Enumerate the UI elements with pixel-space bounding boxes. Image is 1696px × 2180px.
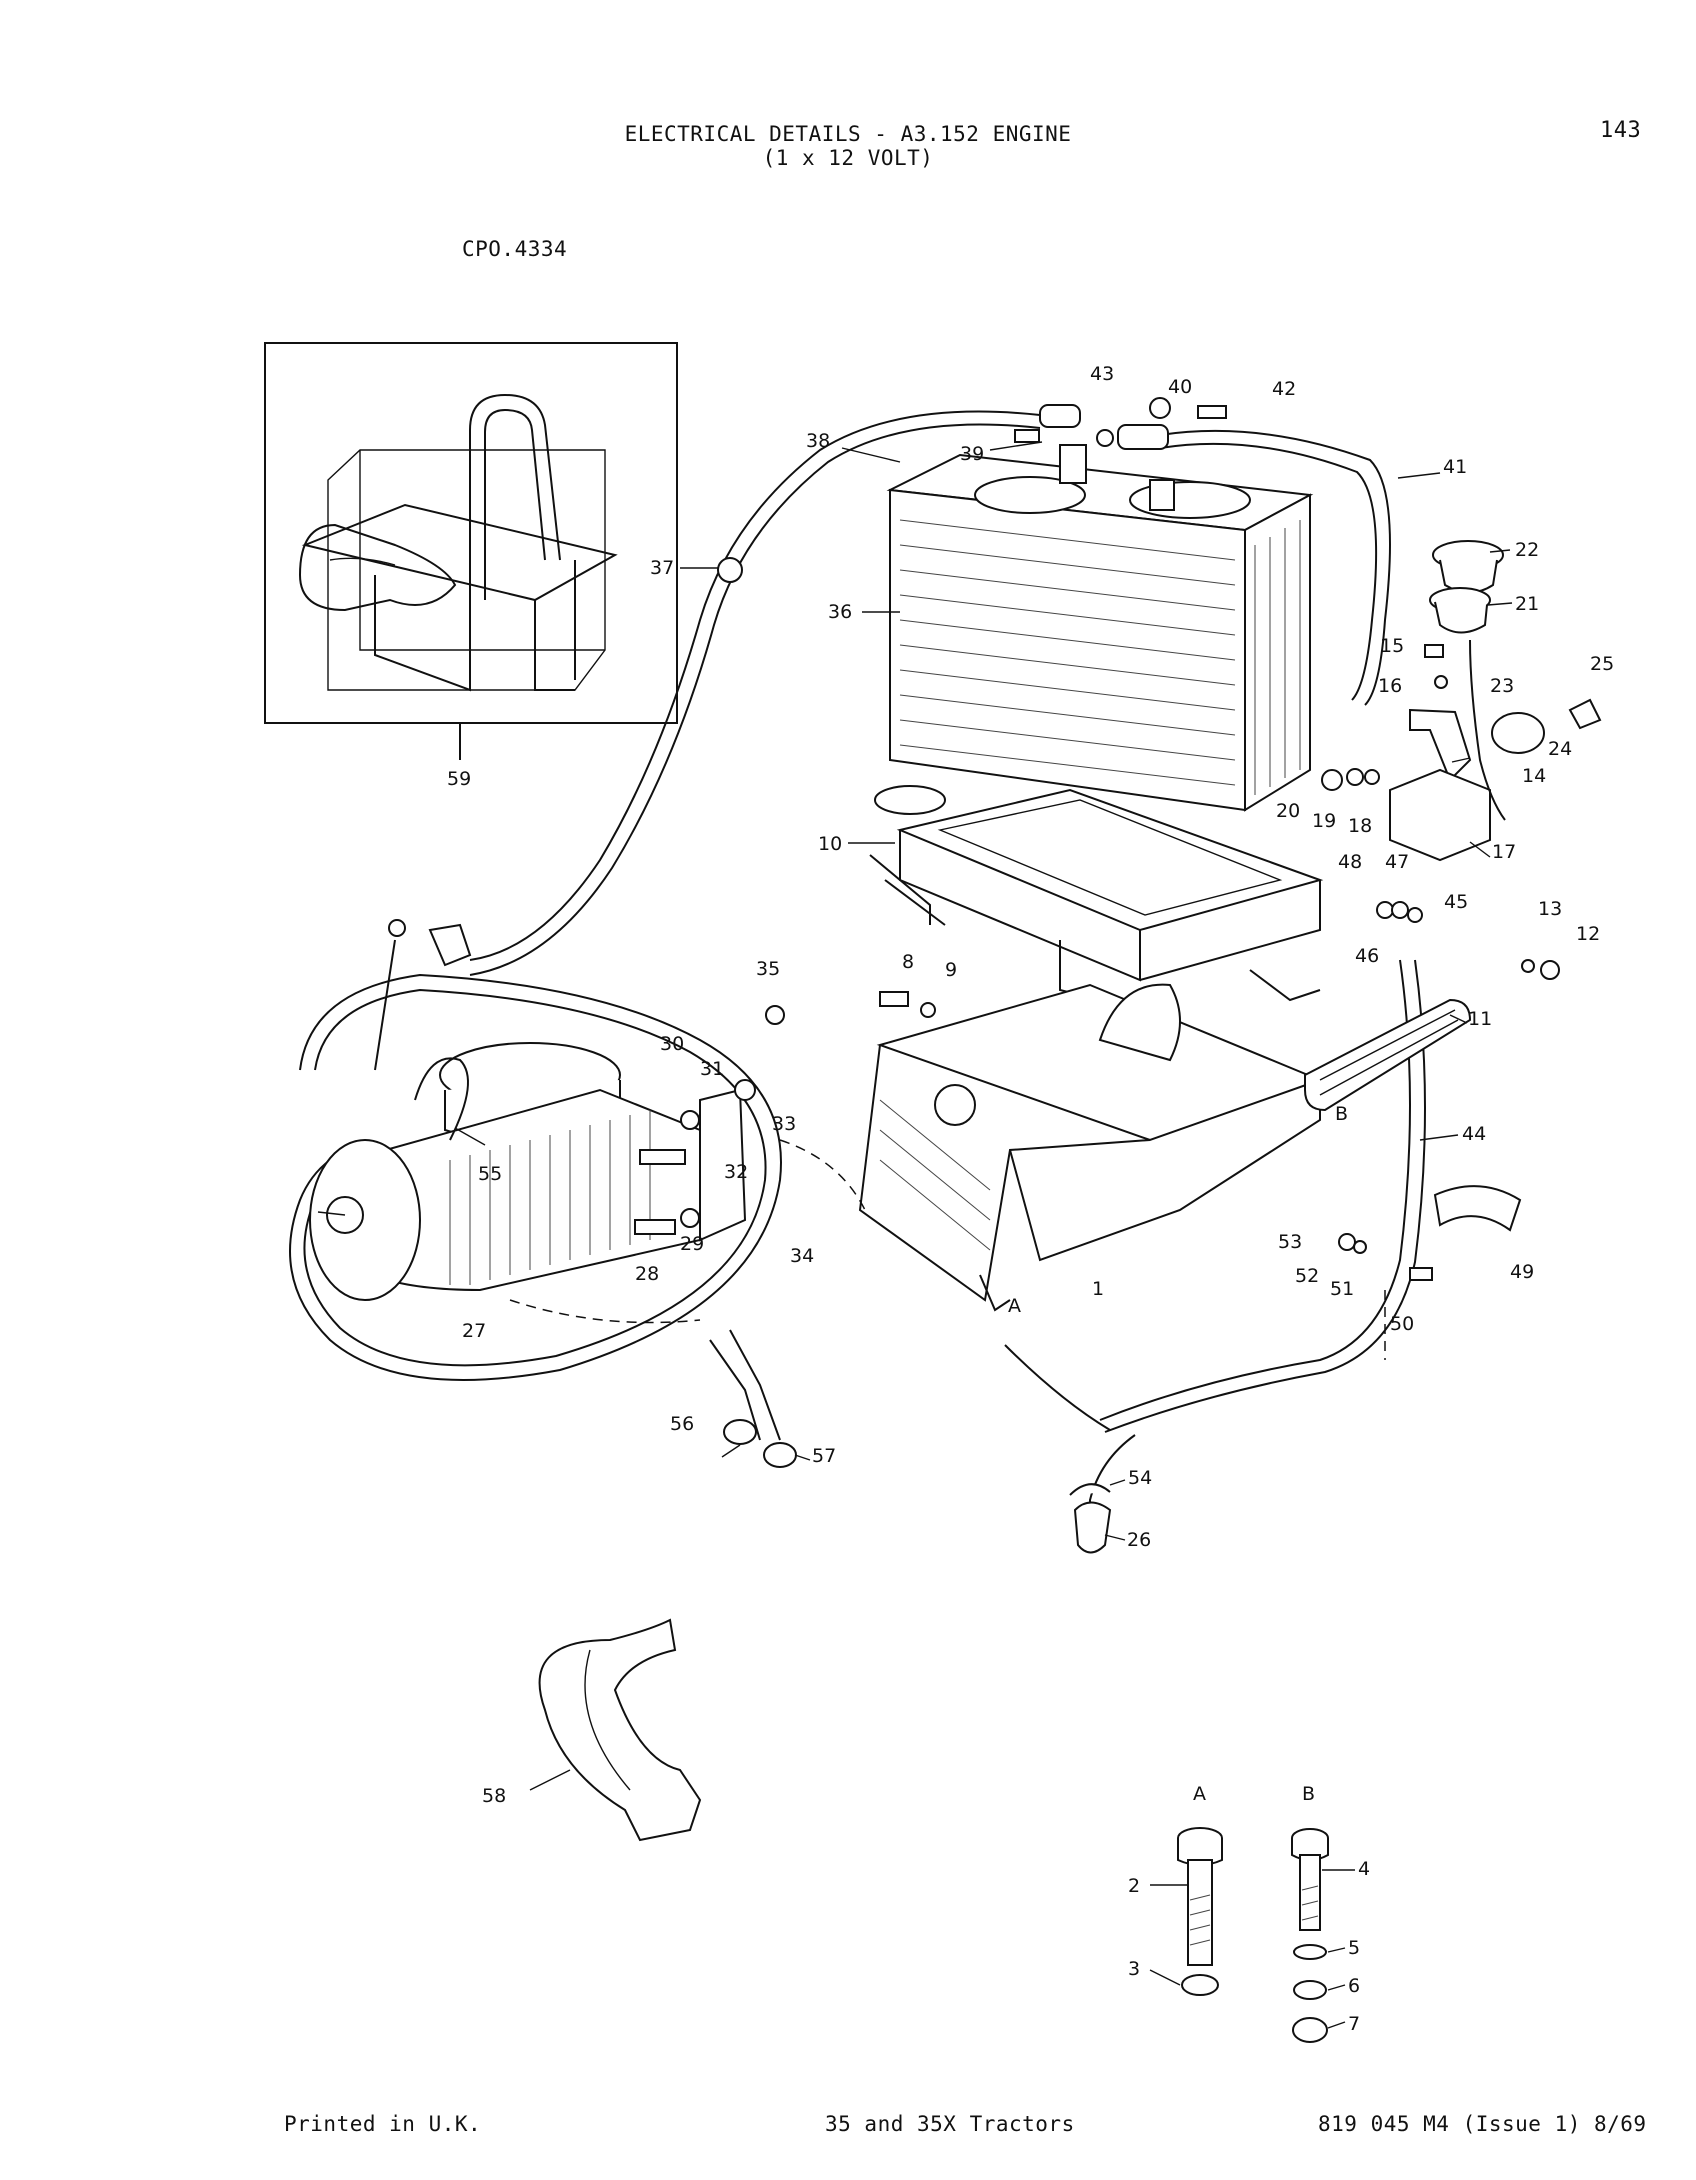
bolt-heading-a: A: [1193, 1783, 1206, 1805]
callout-5: 5: [1348, 1937, 1360, 1959]
bolt-detail-a: [1177, 1827, 1223, 1996]
callout-41: 41: [1443, 456, 1467, 478]
callout-12: 12: [1576, 923, 1600, 945]
callout-13: 13: [1538, 898, 1562, 920]
callout-labels: 1 2 3 4 5 6 7 8 9 10 11 12 13 14 15 16 1…: [447, 363, 1614, 2035]
footer-printed: Printed in U.K.: [284, 2112, 482, 2136]
callout-42: 42: [1272, 378, 1296, 400]
callout-31: 31: [700, 1058, 724, 1080]
callout-26: 26: [1127, 1529, 1151, 1551]
callout-22: 22: [1515, 539, 1539, 561]
callout-32: 32: [724, 1161, 748, 1183]
page-number: 143: [1600, 118, 1642, 143]
bolt-heading-b: B: [1302, 1783, 1315, 1805]
callout-53: 53: [1278, 1231, 1302, 1253]
cable-tie: [1433, 1185, 1522, 1232]
callout-B: B: [1335, 1103, 1348, 1125]
battery-clamp-bar: [1304, 998, 1472, 1112]
guide-line: [509, 1299, 701, 1324]
starter-motor: [309, 1042, 756, 1301]
callout-24: 24: [1548, 738, 1572, 760]
battery-cables: [289, 410, 1426, 1525]
callout-6: 6: [1348, 1975, 1360, 1997]
callout-56: 56: [670, 1413, 694, 1435]
battery-terminals: [1014, 397, 1227, 450]
callout-7: 7: [1348, 2013, 1360, 2035]
page-title: ELECTRICAL DETAILS - A3.152 ENGINE: [624, 122, 1072, 146]
cable-end-terminals: [709, 1329, 797, 1468]
battery-carrier-inset: [264, 342, 678, 724]
callout-38: 38: [806, 430, 830, 452]
callout-39: 39: [960, 443, 984, 465]
callout-57: 57: [812, 1445, 836, 1467]
small-hardware: [765, 644, 1560, 1281]
callout-19: 19: [1312, 810, 1336, 832]
callout-48: 48: [1338, 851, 1362, 873]
callout-50: 50: [1390, 1313, 1414, 1335]
callout-30: 30: [660, 1033, 684, 1055]
callout-18: 18: [1348, 815, 1372, 837]
footer-model: 35 and 35X Tractors: [825, 2112, 1075, 2136]
cable-clip-37: [717, 557, 743, 583]
callout-52: 52: [1295, 1265, 1319, 1287]
callout-43: 43: [1090, 363, 1114, 385]
switch-panel: [1389, 540, 1602, 862]
battery: [886, 444, 1314, 812]
callout-46: 46: [1355, 945, 1379, 967]
callout-2: 2: [1128, 1875, 1140, 1897]
page-subtitle: (1 x 12 VOLT): [762, 146, 934, 170]
reference-code: CPO.4334: [462, 237, 568, 261]
callout-9: 9: [945, 959, 957, 981]
heat-shield: [538, 1618, 702, 1842]
callout-21: 21: [1515, 593, 1539, 615]
callout-4: 4: [1358, 1858, 1370, 1880]
callout-A: A: [1008, 1295, 1021, 1317]
callout-49: 49: [1510, 1261, 1534, 1283]
callout-3: 3: [1128, 1958, 1140, 1980]
callout-27: 27: [462, 1320, 486, 1342]
callout-34: 34: [790, 1245, 814, 1267]
callout-35: 35: [756, 958, 780, 980]
battery-platform: [858, 983, 1323, 1312]
callout-40: 40: [1168, 376, 1192, 398]
callout-36: 36: [828, 601, 852, 623]
callout-59: 59: [447, 768, 471, 790]
callout-25: 25: [1590, 653, 1614, 675]
callout-11: 11: [1468, 1008, 1492, 1030]
bolt-detail-b: [1291, 1828, 1329, 2043]
callout-10: 10: [818, 833, 842, 855]
callout-44: 44: [1462, 1123, 1486, 1145]
solenoid-leads: [374, 919, 472, 1141]
callout-20: 20: [1276, 800, 1300, 822]
callout-58: 58: [482, 1785, 506, 1807]
callout-51: 51: [1330, 1278, 1354, 1300]
callout-8: 8: [902, 951, 914, 973]
callout-17: 17: [1492, 841, 1516, 863]
callout-29: 29: [680, 1233, 704, 1255]
callout-33: 33: [772, 1113, 796, 1135]
callout-1: 1: [1092, 1278, 1104, 1300]
callout-16: 16: [1378, 675, 1402, 697]
footer-part-number: 819 045 M4 (Issue 1) 8/69: [1318, 2112, 1647, 2136]
guide-line: [779, 1139, 866, 1211]
callout-23: 23: [1490, 675, 1514, 697]
leader-lines: [317, 441, 1513, 2029]
callout-37: 37: [650, 557, 674, 579]
callout-15: 15: [1380, 635, 1404, 657]
callout-55: 55: [478, 1163, 502, 1185]
battery-tray: [869, 785, 1324, 1011]
callout-54: 54: [1128, 1467, 1152, 1489]
callout-45: 45: [1444, 891, 1468, 913]
grommet: [1069, 1483, 1112, 1554]
callout-28: 28: [635, 1263, 659, 1285]
callout-14: 14: [1522, 765, 1546, 787]
callout-47: 47: [1385, 851, 1409, 873]
